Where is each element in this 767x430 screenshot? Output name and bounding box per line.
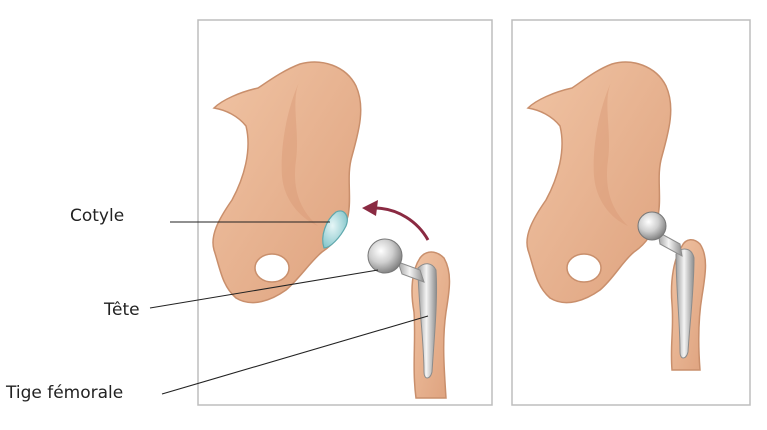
label-tige-femorale: Tige fémorale xyxy=(6,385,123,402)
femoral-head-ball xyxy=(368,239,402,273)
label-tete: Tête xyxy=(104,302,140,319)
right-femoral-head xyxy=(638,212,666,240)
label-cotyle: Cotyle xyxy=(70,208,124,225)
right-foramen xyxy=(567,254,601,282)
left-foramen xyxy=(255,254,289,282)
